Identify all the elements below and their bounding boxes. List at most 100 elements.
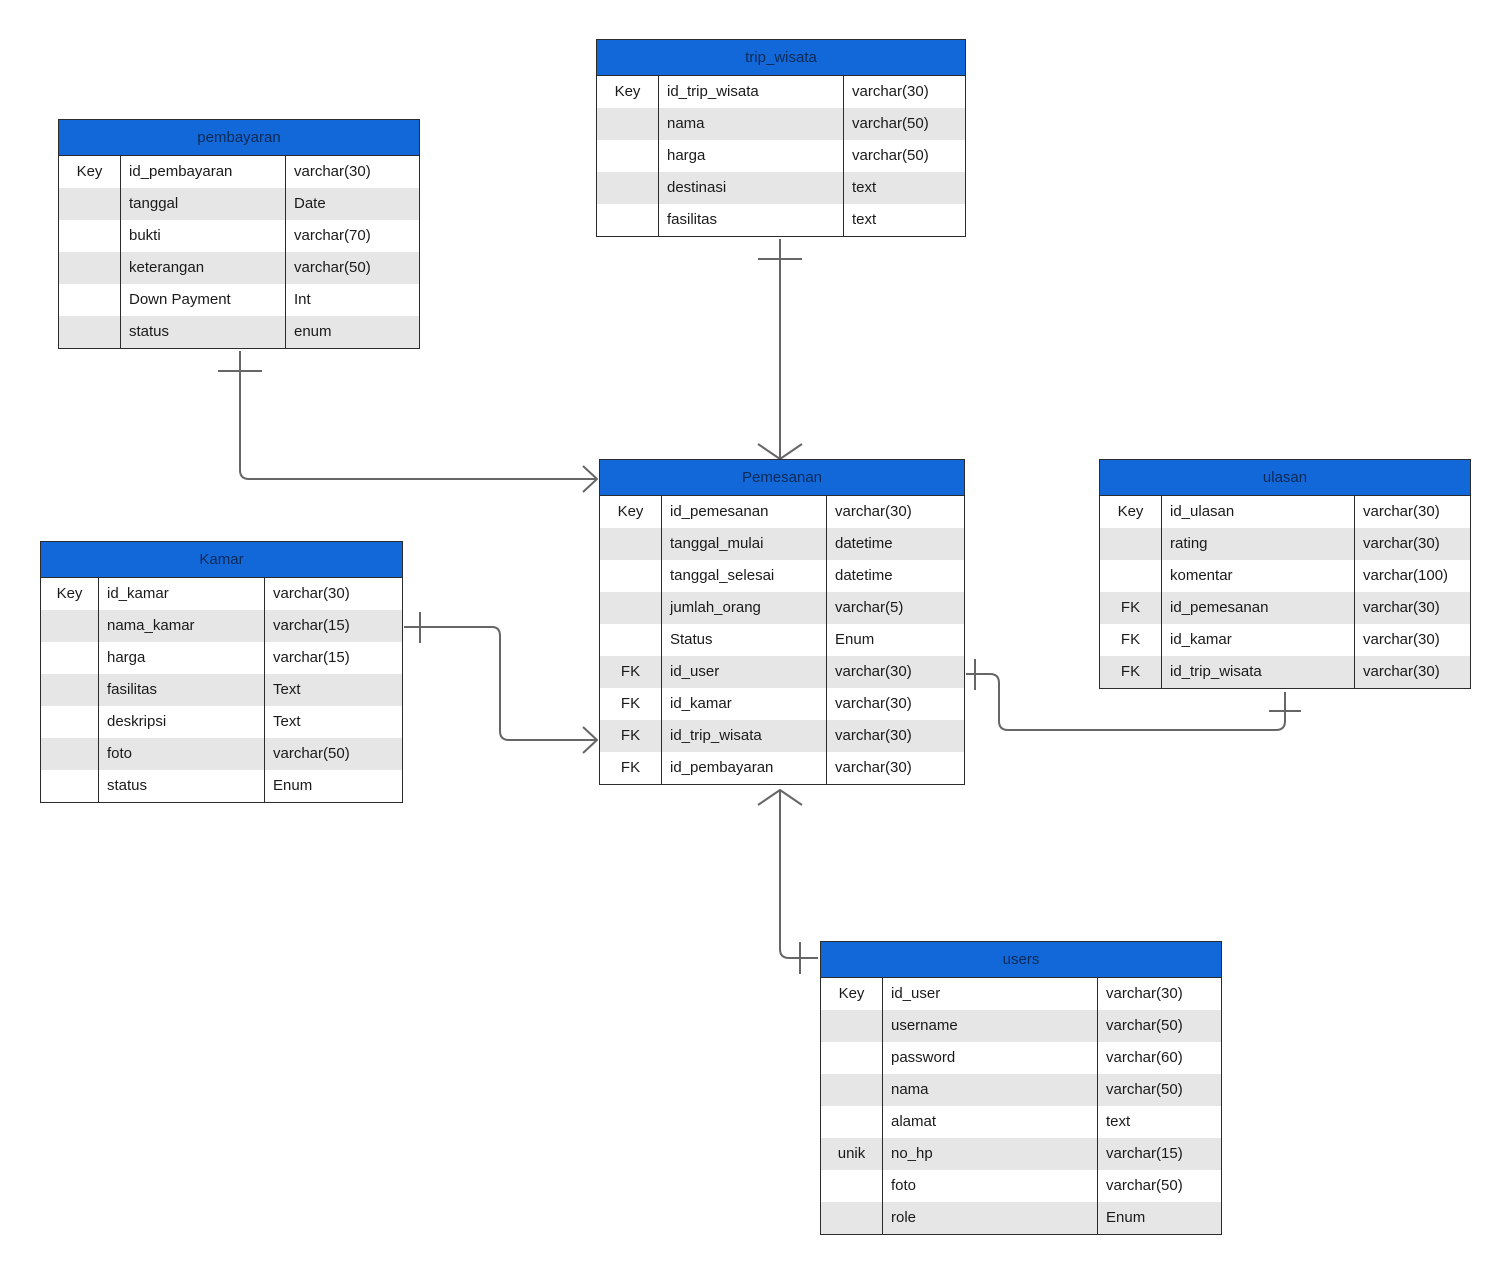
column-type: varchar(30) bbox=[835, 727, 912, 744]
column-key-flag: FK bbox=[1100, 592, 1162, 624]
table-row[interactable]: Down Payment Int bbox=[59, 284, 419, 316]
column-name: harga bbox=[659, 140, 844, 172]
column-name: username bbox=[883, 1010, 1098, 1042]
column-key-flag bbox=[821, 1202, 883, 1234]
column-type: varchar(30) bbox=[1363, 599, 1440, 616]
column-name: tanggal_selesai bbox=[662, 560, 827, 592]
table-row[interactable]: jumlah_orang varchar(5) bbox=[600, 592, 964, 624]
column-key-flag bbox=[1100, 560, 1162, 592]
column-key-flag bbox=[821, 1074, 883, 1106]
column-key-flag: Key bbox=[821, 978, 883, 1010]
column-type: varchar(5) bbox=[835, 599, 904, 616]
column-name: foto bbox=[883, 1170, 1098, 1202]
entity-title-users: users bbox=[821, 942, 1221, 978]
column-type: varchar(15) bbox=[273, 649, 350, 666]
table-row[interactable]: harga varchar(50) bbox=[597, 140, 965, 172]
column-name: nama bbox=[659, 108, 844, 140]
column-type: varchar(50) bbox=[852, 147, 929, 164]
table-row[interactable]: role Enum bbox=[821, 1202, 1221, 1234]
column-key-flag: FK bbox=[600, 656, 662, 688]
column-type: varchar(70) bbox=[294, 227, 371, 244]
column-key-flag bbox=[821, 1170, 883, 1202]
column-type: varchar(30) bbox=[835, 695, 912, 712]
column-name: role bbox=[883, 1202, 1098, 1234]
column-key-flag bbox=[59, 188, 121, 220]
column-type: datetime bbox=[835, 535, 893, 552]
entity-title-pemesanan: Pemesanan bbox=[600, 460, 964, 496]
table-row[interactable]: nama varchar(50) bbox=[821, 1074, 1221, 1106]
column-type: varchar(50) bbox=[1106, 1081, 1183, 1098]
entity-title-ulasan: ulasan bbox=[1100, 460, 1470, 496]
column-name: id_kamar bbox=[99, 578, 265, 610]
column-name: Status bbox=[662, 624, 827, 656]
connector-trip-wisata-pemesanan bbox=[757, 239, 803, 460]
column-name: id_kamar bbox=[1162, 624, 1355, 656]
column-name: id_user bbox=[662, 656, 827, 688]
column-name: komentar bbox=[1162, 560, 1355, 592]
column-key-flag bbox=[600, 528, 662, 560]
column-name: foto bbox=[99, 738, 265, 770]
column-key-flag bbox=[41, 738, 99, 770]
column-name: id_pemesanan bbox=[662, 496, 827, 528]
column-key-flag bbox=[597, 108, 659, 140]
table-row[interactable]: harga varchar(15) bbox=[41, 642, 402, 674]
column-name: id_user bbox=[883, 978, 1098, 1010]
column-type: Int bbox=[294, 291, 311, 308]
column-name: rating bbox=[1162, 528, 1355, 560]
column-name: jumlah_orang bbox=[662, 592, 827, 624]
column-key-flag: Key bbox=[597, 76, 659, 108]
column-key-flag: FK bbox=[600, 688, 662, 720]
column-name: Down Payment bbox=[121, 284, 286, 316]
entity-title-kamar: Kamar bbox=[41, 542, 402, 578]
column-key-flag bbox=[41, 674, 99, 706]
column-key-flag bbox=[600, 560, 662, 592]
column-name: fasilitas bbox=[659, 204, 844, 236]
column-name: nama bbox=[883, 1074, 1098, 1106]
column-type: Text bbox=[273, 713, 301, 730]
column-name: harga bbox=[99, 642, 265, 674]
column-type: Enum bbox=[1106, 1209, 1146, 1226]
